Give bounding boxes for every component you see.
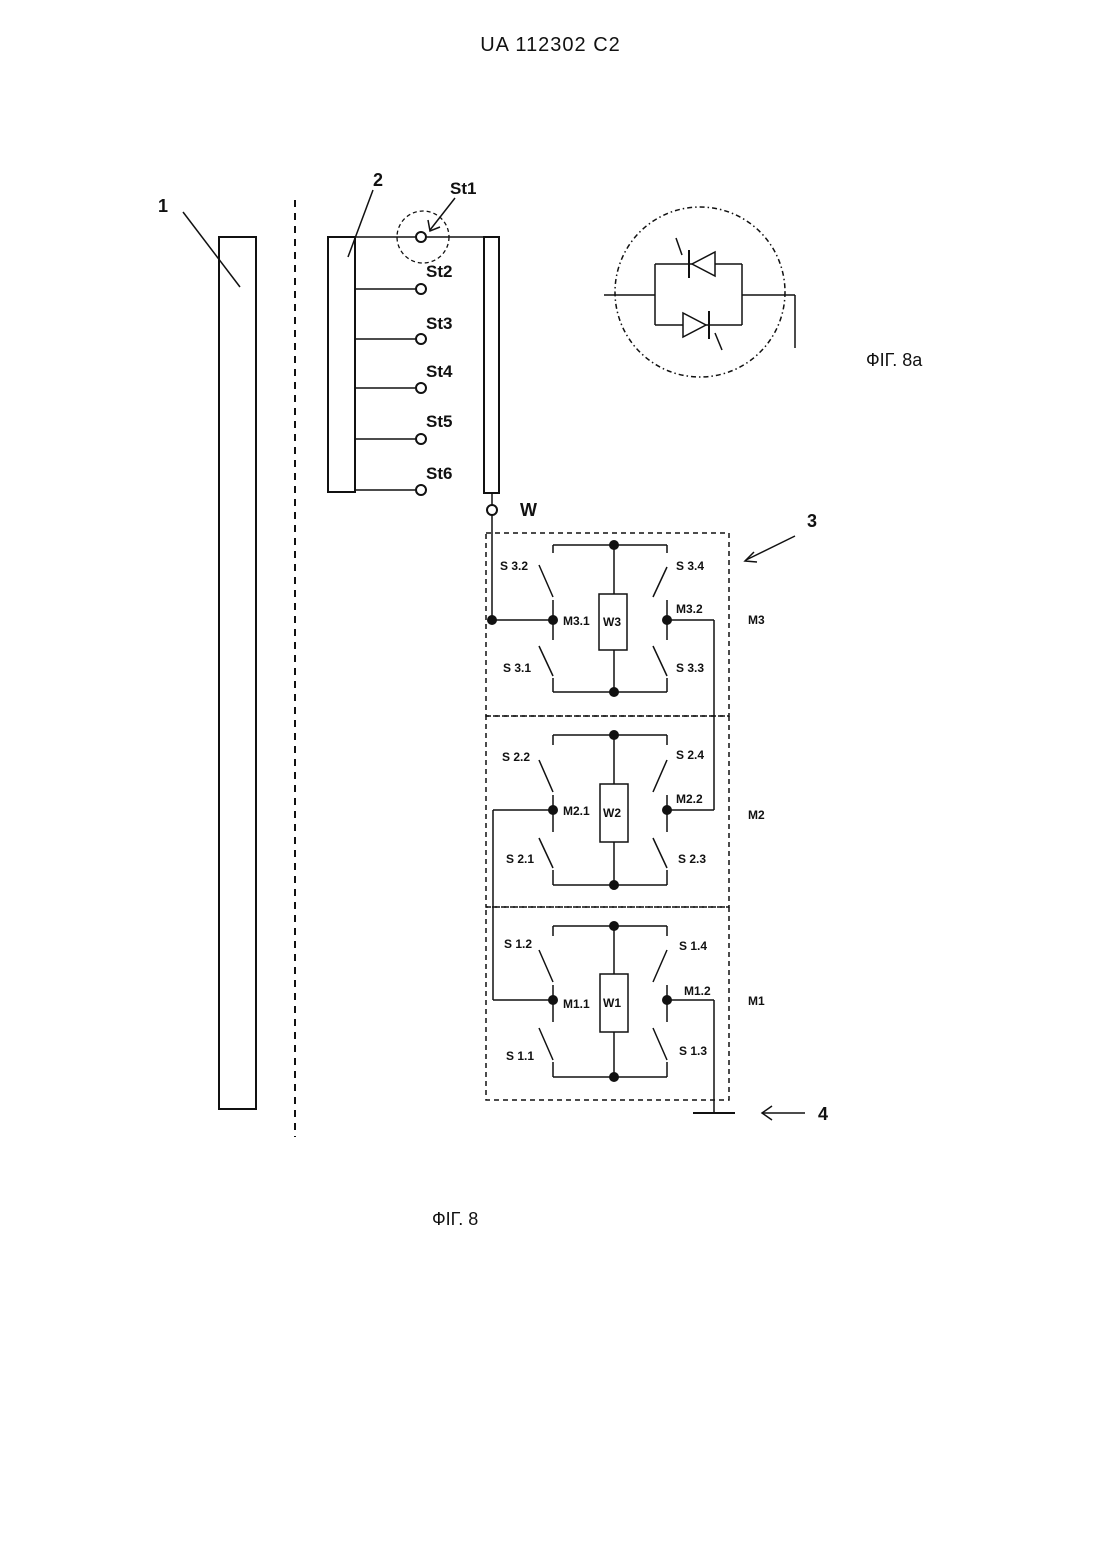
ref-label-4: 4 xyxy=(818,1104,828,1124)
tap-terminal-st4 xyxy=(416,383,426,393)
tap-label-st1: St1 xyxy=(450,179,476,198)
detail-dashed-circle xyxy=(615,207,785,377)
tap-leads xyxy=(355,237,415,490)
node-label-m1-2: M1.2 xyxy=(684,984,711,998)
switch-label-s3-2: S 3.2 xyxy=(500,559,528,573)
thyristor-lower-icon xyxy=(683,313,706,337)
tap-terminal-st6 xyxy=(416,485,426,495)
switch-s3-1 xyxy=(539,646,553,676)
switch-label-s2-4: S 2.4 xyxy=(676,748,704,762)
switch-s2-3 xyxy=(653,838,667,868)
switch-s1-4 xyxy=(653,950,667,982)
tap-label-st4: St4 xyxy=(426,362,453,381)
switch-label-s1-3: S 1.3 xyxy=(679,1044,707,1058)
leader-line-2 xyxy=(348,190,373,257)
node-label-m3-2: M3.2 xyxy=(676,602,703,616)
switch-label-s3-3: S 3.3 xyxy=(676,661,704,675)
figure-8a-caption: ФІГ. 8a xyxy=(866,350,923,370)
leader-line-1 xyxy=(183,212,240,287)
tap-terminal-st3 xyxy=(416,334,426,344)
tap-output-terminal xyxy=(487,505,497,515)
thyristor-detail xyxy=(604,207,795,377)
element-2-winding xyxy=(328,237,355,492)
element-1-bar xyxy=(219,237,256,1109)
tap-label-st3: St3 xyxy=(426,314,452,333)
switch-label-s2-2: S 2.2 xyxy=(502,750,530,764)
switch-s1-3 xyxy=(653,1028,667,1060)
thyristor-upper-icon xyxy=(692,252,715,276)
node-label-m3-1: M3.1 xyxy=(563,614,590,628)
module-label-m3: M3 xyxy=(748,613,765,627)
node-label-m2-2: M2.2 xyxy=(676,792,703,806)
switch-s2-1 xyxy=(539,838,553,868)
figure-8-caption: ФІГ. 8 xyxy=(432,1209,478,1230)
module-label-m1: M1 xyxy=(748,994,765,1008)
tap-label-st6: St6 xyxy=(426,464,452,483)
ref-label-3: 3 xyxy=(807,511,817,531)
tap-terminal-st1 xyxy=(416,232,426,242)
leader-arrow-3 xyxy=(746,536,795,560)
switch-label-s1-1: S 1.1 xyxy=(506,1049,534,1063)
switch-label-s1-2: S 1.2 xyxy=(504,937,532,951)
switch-s3-3 xyxy=(653,646,667,676)
switch-s2-2 xyxy=(539,760,553,792)
ref-label-1: 1 xyxy=(158,196,168,216)
switch-label-s3-1: S 3.1 xyxy=(503,661,531,675)
module-label-m2: M2 xyxy=(748,808,765,822)
tap-output-label: W xyxy=(520,500,537,520)
switch-s1-1 xyxy=(539,1028,553,1060)
tap-terminal-st5 xyxy=(416,434,426,444)
tap-label-st2: St2 xyxy=(426,262,452,281)
winding-label-w2: W2 xyxy=(603,806,621,820)
switch-s1-2 xyxy=(539,950,553,982)
winding-label-w3: W3 xyxy=(603,615,621,629)
ref-label-2: 2 xyxy=(373,170,383,190)
node-label-m1-1: M1.1 xyxy=(563,997,590,1011)
switch-s2-4 xyxy=(653,760,667,792)
selector-bar xyxy=(484,237,499,493)
switch-label-s2-1: S 2.1 xyxy=(506,852,534,866)
node-label-m2-1: M2.1 xyxy=(563,804,590,818)
switch-s3-4 xyxy=(653,567,667,597)
switch-label-s2-3: S 2.3 xyxy=(678,852,706,866)
tap-label-st5: St5 xyxy=(426,412,452,431)
switch-s3-2 xyxy=(539,565,553,597)
tap-terminals xyxy=(416,232,426,495)
switch-label-s3-4: S 3.4 xyxy=(676,559,704,573)
module-labels: S 3.2 S 3.4 S 3.1 S 3.3 M3.1 M3.2 W3 M3 … xyxy=(500,559,765,1063)
winding-label-w1: W1 xyxy=(603,996,621,1010)
tap-terminal-st2 xyxy=(416,284,426,294)
switch-label-s1-4: S 1.4 xyxy=(679,939,707,953)
